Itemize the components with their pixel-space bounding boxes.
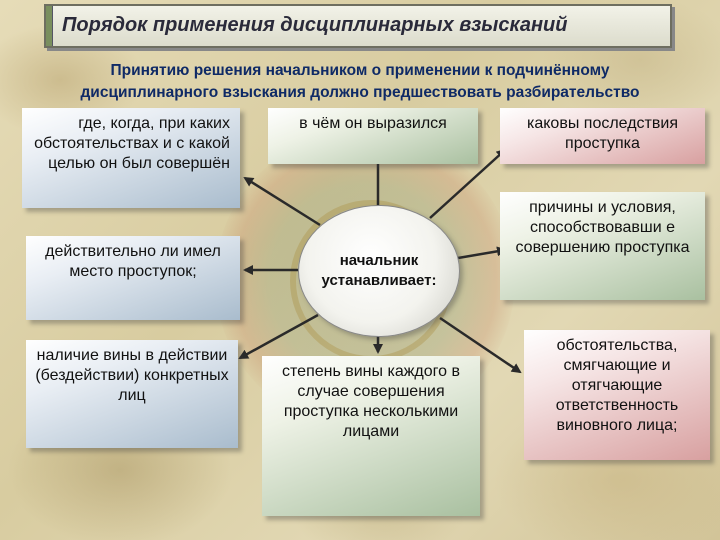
arrow-to-where — [243, 176, 321, 227]
box-causes-conditions-text: причины и условия, способствовавши е сов… — [515, 199, 690, 256]
arrow-to-causes — [457, 246, 507, 260]
box-consequences-text: каковы последствия проступка — [527, 115, 678, 152]
arrow-to-guilt — [238, 313, 319, 360]
center-line-1: начальник — [339, 252, 419, 269]
box-where-when: где, когда, при каких обстоятельствах и … — [22, 108, 240, 208]
subtitle-line-1: Принятию решения начальником о применени… — [110, 62, 610, 79]
title-banner: Порядок применения дисциплинарных взыска… — [44, 4, 672, 48]
box-circumstances-text: обстоятельства, смягчающие и отягчающие … — [555, 337, 679, 434]
box-degree-of-guilt: степень вины каждого в случае совершения… — [262, 356, 480, 516]
subtitle: Принятию решения начальником о применени… — [0, 60, 720, 104]
box-actually-happened-text: действительно ли имел место проступок; — [45, 243, 221, 280]
center-line-2: устанавливает: — [321, 272, 437, 289]
box-where-when-text: где, когда, при каких обстоятельствах и … — [34, 115, 230, 172]
box-actually-happened: действительно ли имел место проступок; — [26, 236, 240, 320]
box-degree-of-guilt-text: степень вины каждого в случае совершения… — [282, 363, 460, 440]
title-tab — [46, 6, 53, 46]
arrow-to-consequences — [429, 148, 507, 219]
box-guilt-text: наличие вины в действии (бездействии) ко… — [35, 347, 229, 404]
box-consequences: каковы последствия проступка — [500, 108, 705, 164]
center-node-chief-establishes: начальник устанавливает: — [298, 205, 460, 337]
box-causes-conditions: причины и условия, способствовавши е сов… — [500, 192, 705, 300]
box-guilt: наличие вины в действии (бездействии) ко… — [26, 340, 238, 448]
page-title: Порядок применения дисциплинарных взыска… — [62, 14, 568, 36]
arrow-to-circumstances — [439, 316, 522, 374]
box-circumstances: обстоятельства, смягчающие и отягчающие … — [524, 330, 710, 460]
subtitle-line-2: дисциплинарного взыскания должно предшес… — [80, 84, 640, 101]
box-what-expressed-text: в чём он выразился — [299, 115, 447, 132]
box-what-expressed: в чём он выразился — [268, 108, 478, 164]
